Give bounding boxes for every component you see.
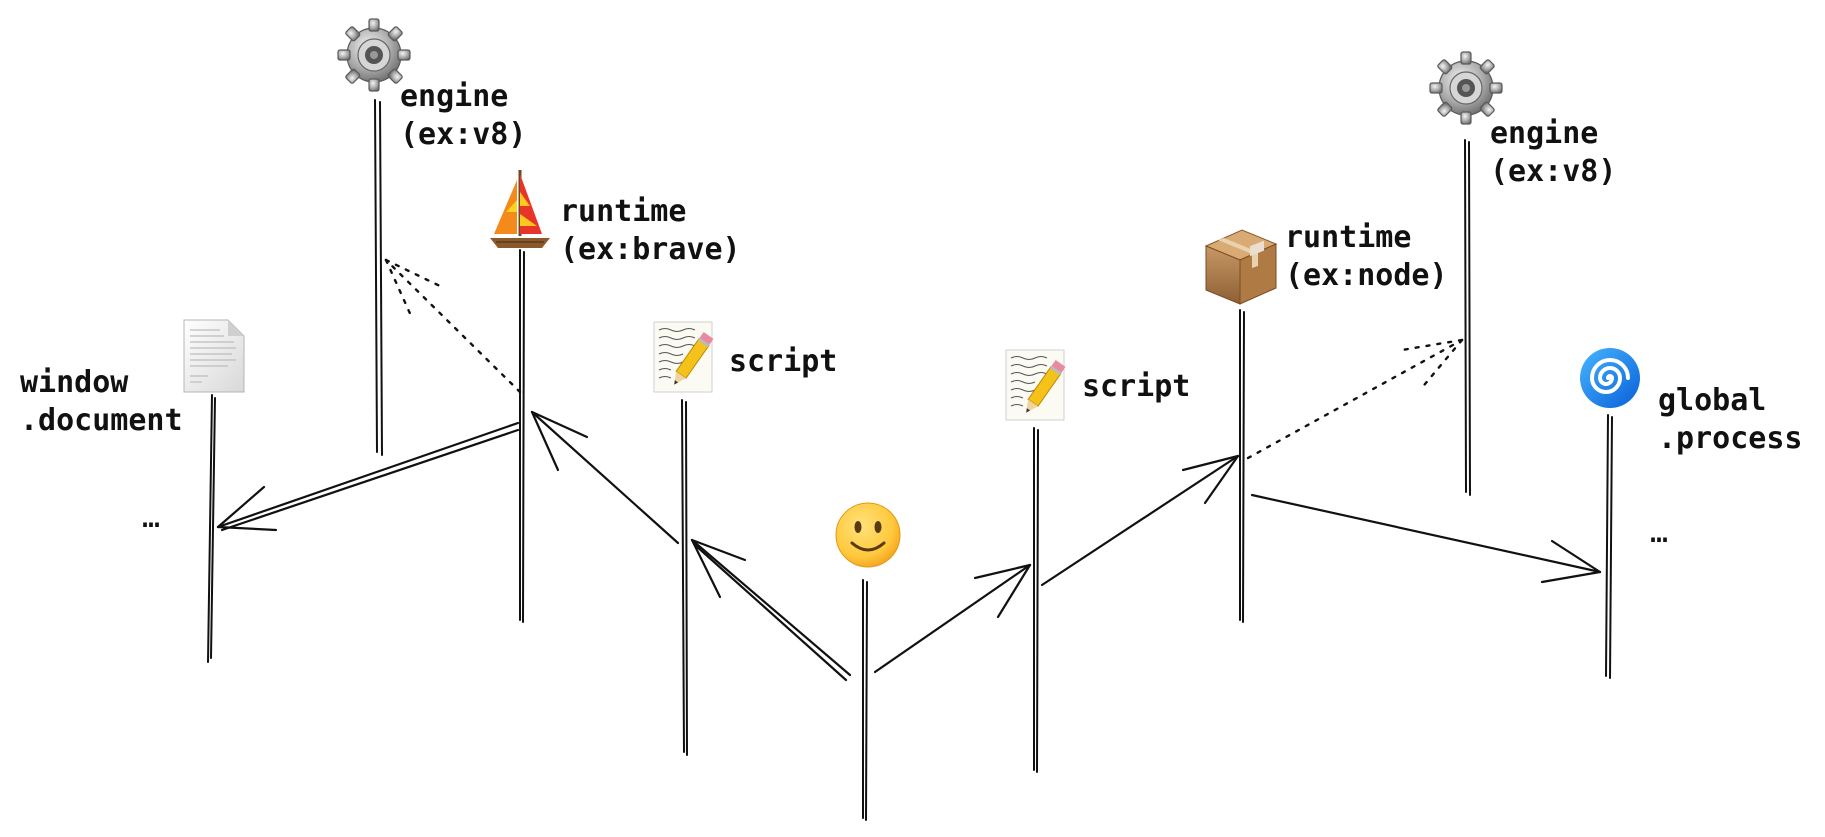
dotted-right-runtime-to-engine (1246, 338, 1464, 460)
window-document-label: window .document (20, 364, 183, 440)
document-icon (183, 319, 245, 393)
right-runtime-label: runtime (ex:node) (1285, 219, 1448, 295)
right-script-label: script (1082, 368, 1190, 406)
left-engine-label-line2: (ex:v8) (400, 117, 527, 152)
spiral-icon (1580, 348, 1640, 408)
right-engine-label-line1: engine (1490, 116, 1599, 151)
stem-right-engine (1464, 139, 1471, 496)
left-runtime-label-line1: runtime (560, 194, 687, 229)
smiley-face-icon (835, 502, 901, 568)
right-engine-label: engine (ex:v8) (1490, 115, 1616, 191)
global-process-label: global .process (1658, 382, 1803, 458)
left-engine-label: engine (ex:v8) (400, 78, 526, 154)
sailboat-icon (490, 170, 550, 248)
left-engine-label-line1: engine (400, 79, 509, 114)
arrow-center-to-right-script (873, 563, 1032, 674)
arrows (216, 410, 1602, 682)
right-engine-label-line2: (ex:v8) (1490, 154, 1617, 189)
dotted-left-runtime-to-engine (384, 258, 522, 394)
window-document-label-line1: window (20, 365, 129, 400)
gear-icon (1429, 51, 1503, 125)
right-more-ellipsis: … (1650, 515, 1670, 550)
window-document-label-line2: .document (20, 403, 183, 438)
stem-global-process (1605, 414, 1613, 679)
left-script-label: script (729, 343, 837, 381)
arrow-left-script-to-runtime (530, 410, 680, 545)
script-icon (653, 321, 714, 393)
global-process-label-line2: .process (1658, 421, 1803, 456)
stem-right-runtime (1239, 309, 1245, 623)
right-script-label-text: script (1082, 369, 1191, 404)
arrow-center-to-left-script (690, 538, 852, 682)
global-process-label-line1: global (1658, 383, 1767, 418)
left-runtime-label: runtime (ex:brave) (560, 193, 741, 269)
stem-left-runtime (519, 249, 525, 623)
stems (207, 99, 1613, 821)
right-runtime-label-line2: (ex:node) (1285, 258, 1448, 293)
gear-icon (337, 18, 411, 92)
script-icon (1005, 349, 1066, 421)
arrow-left-runtime-to-document (216, 421, 520, 532)
stem-center (862, 579, 868, 821)
dotted-links (384, 258, 1464, 460)
stem-window-document (207, 394, 216, 663)
left-runtime-label-line2: (ex:brave) (560, 232, 741, 267)
left-more-ellipsis: … (142, 500, 162, 535)
stem-left-engine (374, 99, 383, 456)
package-icon (1204, 229, 1278, 305)
arrow-right-script-to-runtime (1040, 454, 1240, 587)
right-runtime-label-line1: runtime (1285, 220, 1412, 255)
left-script-label-text: script (729, 344, 838, 379)
stem-right-script (1033, 427, 1039, 773)
arrow-right-runtime-to-process (1250, 493, 1602, 584)
stem-left-script (681, 399, 688, 756)
